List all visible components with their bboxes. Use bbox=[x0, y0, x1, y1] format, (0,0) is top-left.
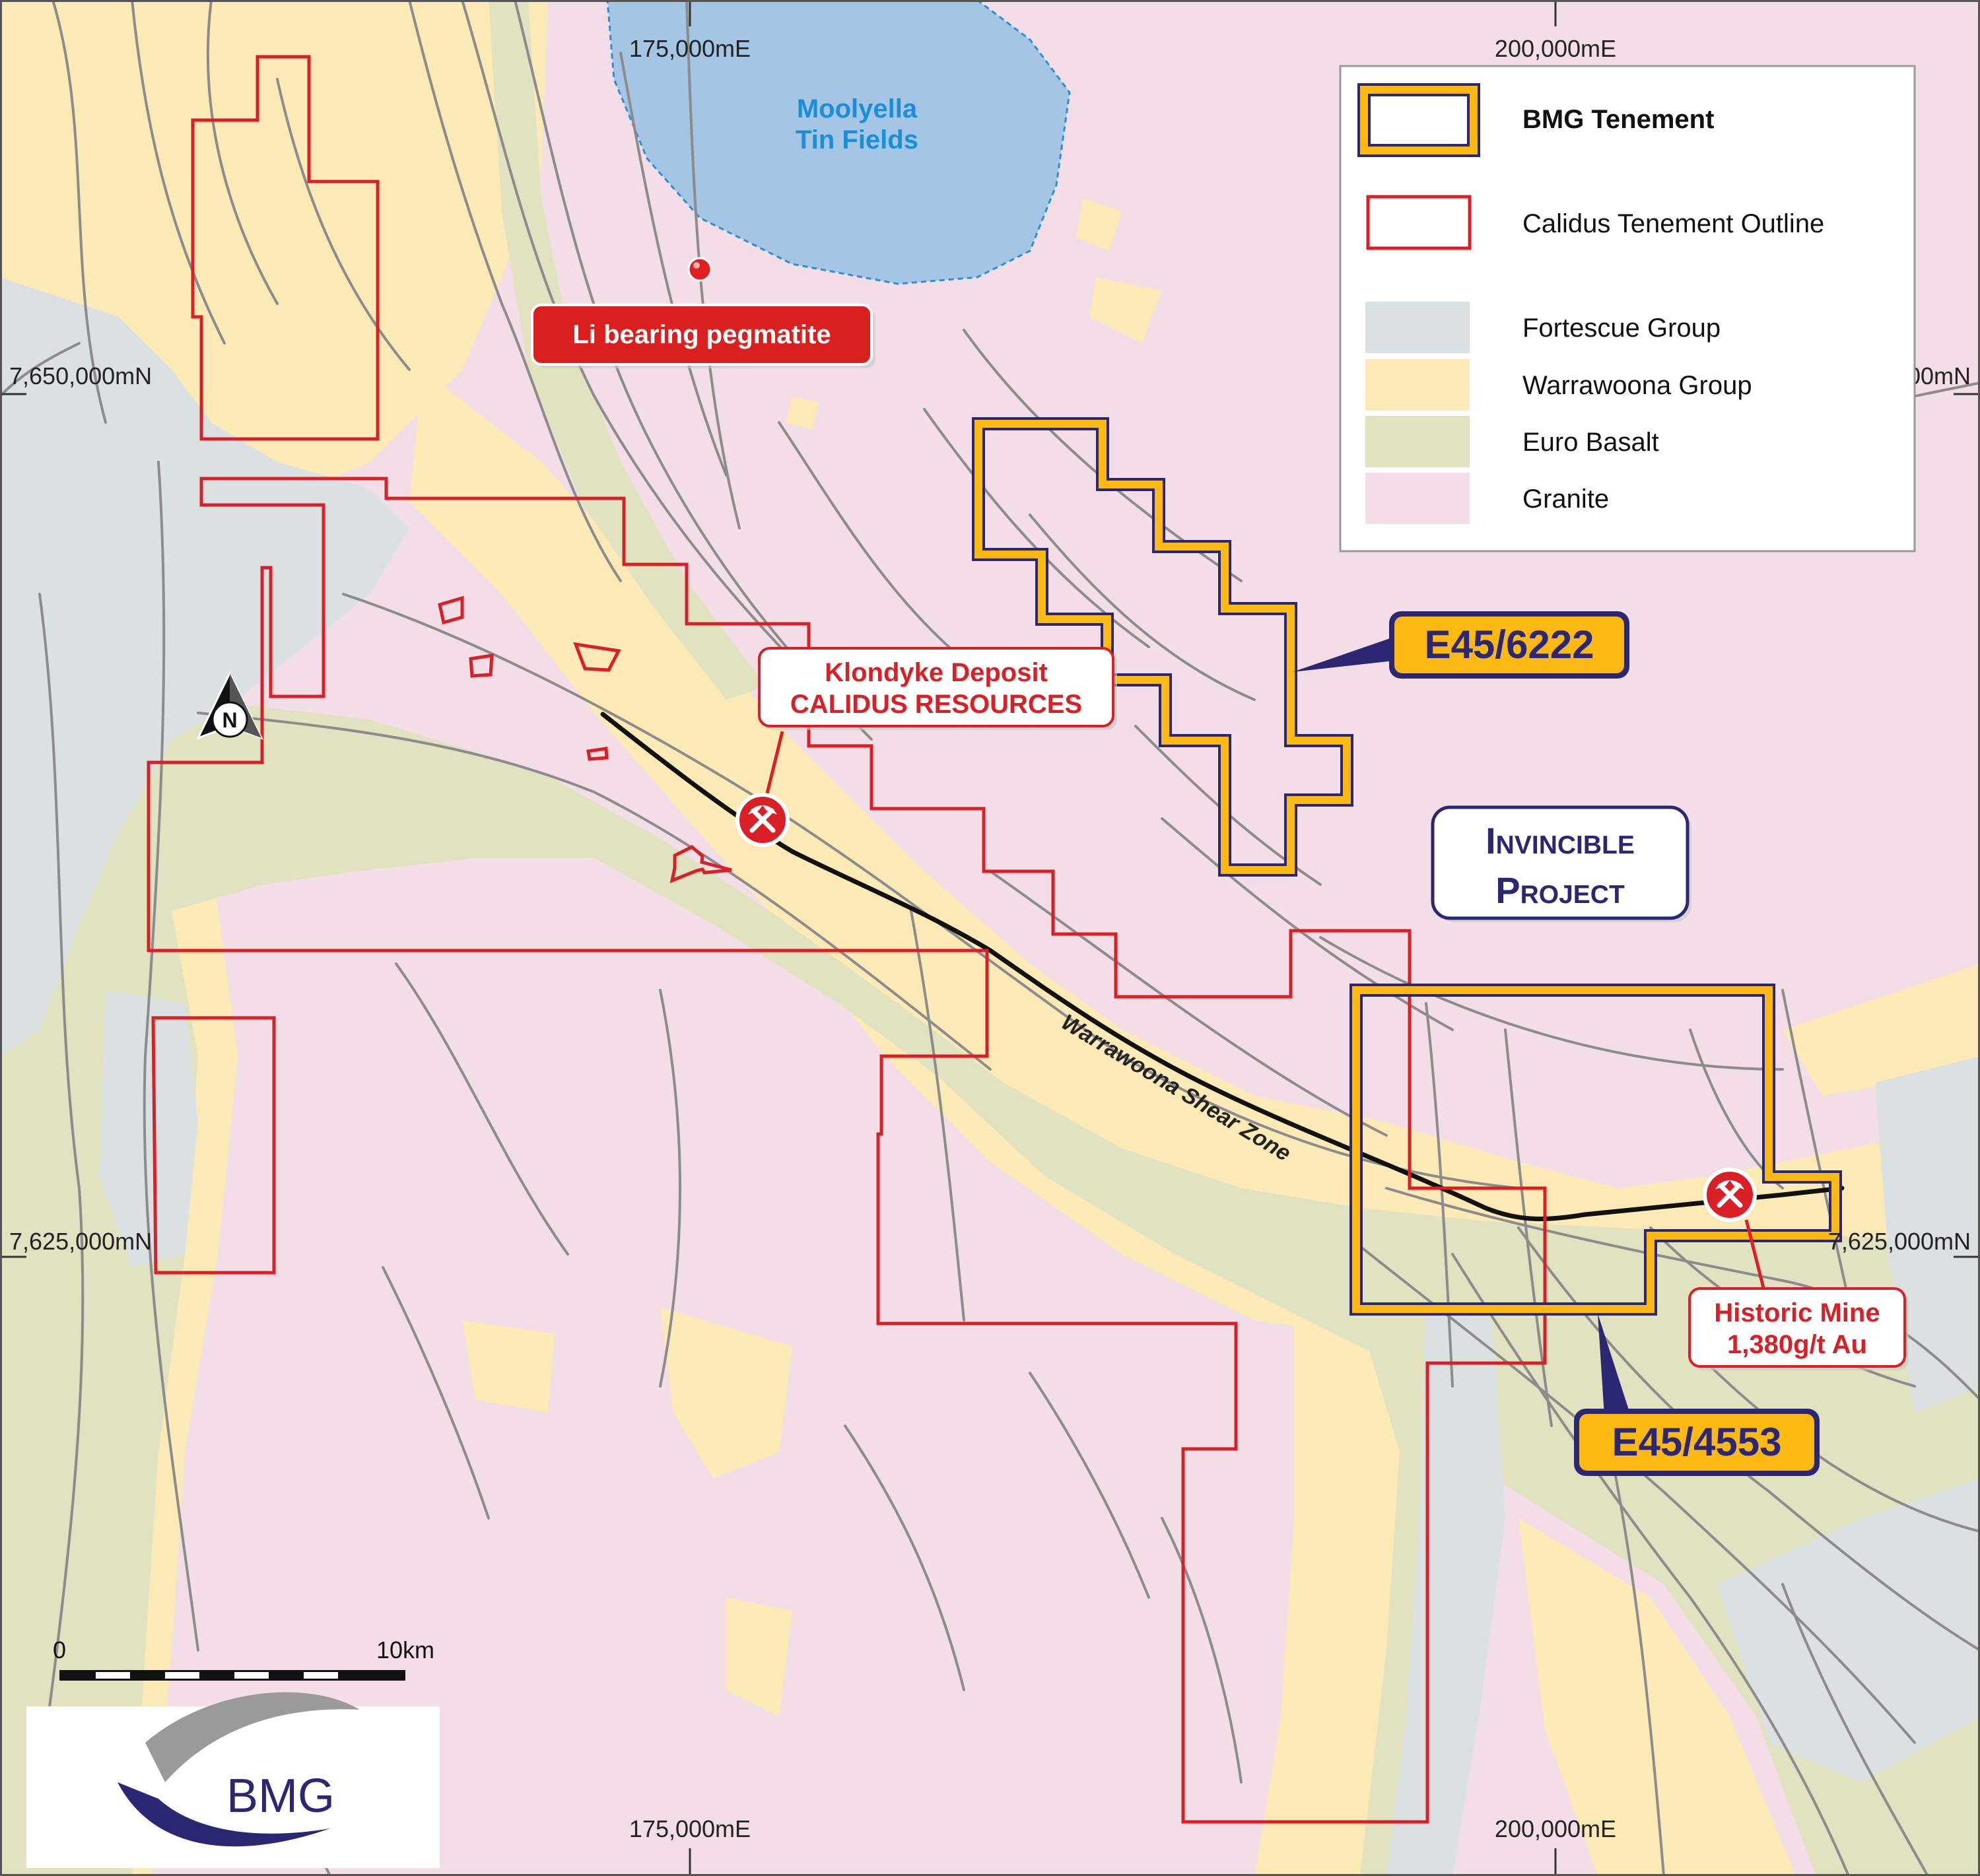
right-northing-label-2: 7,625,000mN bbox=[1828, 1228, 1971, 1255]
calidus-tenement-north bbox=[191, 55, 380, 441]
moolyella-tin-fields bbox=[606, 0, 1071, 285]
bottom-easting-label-1: 175,000mE bbox=[629, 1815, 751, 1842]
bmg-tenement-e45-4553-inner bbox=[1352, 986, 1839, 1313]
historic-mine-leader-line bbox=[1744, 1219, 1766, 1291]
svg-text:Moolyella: Moolyella bbox=[797, 94, 918, 123]
svg-text:Historic Mine: Historic Mine bbox=[1714, 1298, 1880, 1327]
svg-text:Granite: Granite bbox=[1522, 485, 1609, 514]
north-arrow-icon: N bbox=[195, 671, 264, 740]
legend-item-euro-basalt: Euro Basalt bbox=[1365, 416, 1659, 467]
legend-item-calidus-outline: Calidus Tenement Outline bbox=[1366, 195, 1824, 250]
legend-item-warrawoona: Warrawoona Group bbox=[1365, 359, 1752, 411]
svg-text:Fortescue Group: Fortescue Group bbox=[1522, 314, 1721, 343]
e45-6222-pointer bbox=[1293, 635, 1400, 672]
bmg-logo: BMG bbox=[26, 1692, 440, 1868]
e45-4553-pointer bbox=[1598, 1314, 1631, 1416]
svg-text:N: N bbox=[222, 708, 237, 732]
invincible-project-label: Invincible Project bbox=[1431, 805, 1691, 922]
svg-text:BMG Tenement: BMG Tenement bbox=[1522, 105, 1714, 134]
svg-text:Project: Project bbox=[1495, 869, 1625, 911]
bmg-tenement-e45-6222-inner bbox=[974, 420, 1351, 874]
li-pegmatite-label: Li bearing pegmatite bbox=[531, 304, 875, 368]
legend-item-bmg-tenement: BMG Tenement bbox=[1357, 83, 1714, 157]
calidus-tenement-central bbox=[147, 477, 1547, 1824]
klondyke-mine-icon bbox=[735, 793, 790, 847]
scale-start-label: 0 bbox=[53, 1636, 66, 1663]
left-northing-label-2: 7,625,000mN bbox=[9, 1228, 152, 1255]
scale-end-label: 10km bbox=[376, 1636, 434, 1663]
svg-text:CALIDUS RESOURCES: CALIDUS RESOURCES bbox=[790, 690, 1082, 719]
legend-item-granite: Granite bbox=[1365, 473, 1609, 524]
warrawoona-shear-zone-line bbox=[600, 712, 1845, 1222]
historic-mine-icon bbox=[1703, 1168, 1757, 1222]
scale-bar: 0 10km bbox=[53, 1636, 434, 1681]
legend-item-fortescue: Fortescue Group bbox=[1365, 302, 1721, 353]
left-northing-label-1: 7,650,000mN bbox=[9, 362, 152, 389]
top-easting-label-1: 175,000mE bbox=[629, 35, 751, 62]
svg-text:Invincible: Invincible bbox=[1485, 820, 1635, 861]
li-pegmatite-marker bbox=[687, 257, 712, 282]
svg-text:E45/6222: E45/6222 bbox=[1425, 622, 1594, 667]
svg-text:Warrawoona Group: Warrawoona Group bbox=[1522, 371, 1752, 400]
tin-fields-label: Moolyella Tin Fields bbox=[796, 94, 918, 154]
klondyke-label: Klondyke Deposit CALIDUS RESOURCES bbox=[758, 647, 1117, 730]
svg-text:E45/4553: E45/4553 bbox=[1612, 1420, 1782, 1464]
calidus-small-block-4 bbox=[586, 747, 609, 761]
calidus-small-block-5 bbox=[669, 845, 732, 884]
calidus-tenement-southwest bbox=[151, 1016, 276, 1275]
svg-text:BMG: BMG bbox=[226, 1770, 335, 1823]
e45-6222-label: E45/6222 bbox=[1389, 611, 1629, 679]
calidus-small-block-1 bbox=[438, 595, 464, 625]
klondyke-leader-line bbox=[764, 731, 784, 799]
bottom-easting-label-2: 200,000mE bbox=[1495, 1815, 1616, 1842]
svg-text:1,380g/t Au: 1,380g/t Au bbox=[1727, 1330, 1867, 1359]
svg-text:Calidus Tenement Outline: Calidus Tenement Outline bbox=[1522, 209, 1824, 238]
calidus-small-block-2 bbox=[469, 653, 494, 678]
svg-text:Klondyke Deposit: Klondyke Deposit bbox=[825, 658, 1048, 687]
top-easting-label-2: 200,000mE bbox=[1495, 35, 1616, 62]
svg-text:Euro Basalt: Euro Basalt bbox=[1522, 428, 1659, 457]
legend: BMG Tenement Calidus Tenement Outline Fo… bbox=[1339, 65, 1916, 553]
calidus-tenement-outlines bbox=[147, 55, 1547, 1824]
bmg-tenements bbox=[972, 417, 1842, 1316]
calidus-small-block-3 bbox=[573, 642, 621, 672]
svg-text:Tin Fields: Tin Fields bbox=[796, 125, 918, 154]
historic-mine-label: Historic Mine 1,380g/t Au bbox=[1688, 1287, 1909, 1370]
svg-text:Li bearing pegmatite: Li bearing pegmatite bbox=[572, 320, 831, 349]
e45-4553-label: E45/4553 bbox=[1574, 1409, 1820, 1476]
